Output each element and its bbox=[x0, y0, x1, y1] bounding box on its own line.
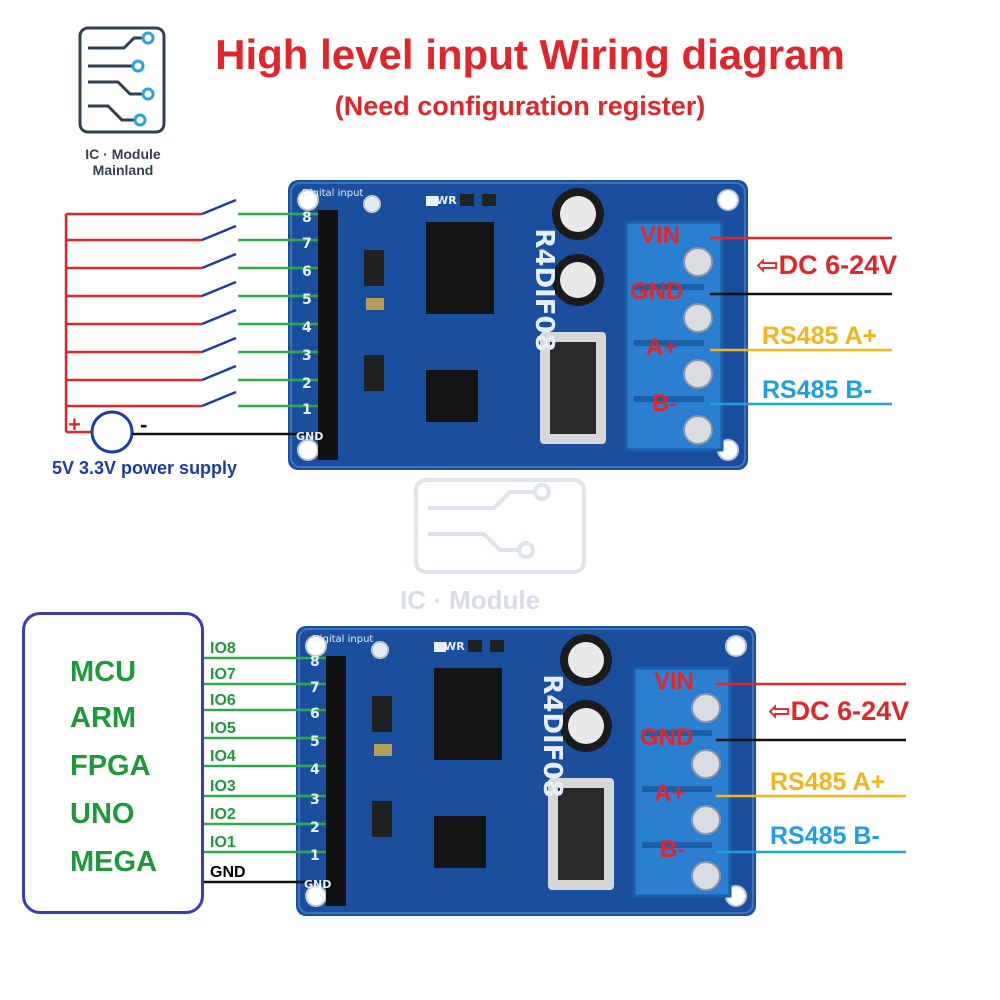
logo-line2: Mainland bbox=[92, 162, 154, 178]
mcu-item: MEGA bbox=[70, 846, 157, 878]
diagram-subtitle: (Need configuration register) bbox=[334, 91, 706, 121]
terminal-vin-2: VIN bbox=[654, 668, 695, 695]
pin-label: 4 bbox=[310, 762, 320, 778]
pin-label: 1 bbox=[310, 848, 320, 864]
watermark-icon bbox=[414, 478, 586, 579]
board-header-title-2: Digital input bbox=[312, 634, 373, 645]
io-label: IO3 bbox=[210, 778, 236, 795]
power-supply-label: 5V 3.3V power supply bbox=[52, 458, 238, 478]
io-label: IO5 bbox=[210, 720, 236, 737]
rs485-b-label-2: RS485 B- bbox=[770, 822, 880, 850]
terminal-gnd-1: GND bbox=[630, 278, 684, 305]
io-label: IO4 bbox=[210, 748, 236, 765]
mcu-item: ARM bbox=[70, 702, 137, 734]
io-label: IO1 bbox=[210, 834, 236, 851]
watermark-text: IC · Module bbox=[400, 585, 541, 615]
mcu-item: FPGA bbox=[70, 750, 151, 782]
pin-label: 6 bbox=[310, 706, 320, 722]
io-label: IO6 bbox=[210, 692, 236, 709]
rs485-a-label-2: RS485 A+ bbox=[770, 768, 886, 796]
circuit-board-icon bbox=[78, 26, 166, 134]
pin-label: 8 bbox=[310, 654, 320, 670]
mcu-box bbox=[22, 612, 204, 914]
pin-label: 5 bbox=[310, 734, 320, 750]
terminal-b-2: B- bbox=[660, 836, 686, 863]
pin-label: 2 bbox=[310, 820, 320, 836]
psu-minus: - bbox=[140, 412, 148, 437]
pin-label: 7 bbox=[310, 680, 320, 696]
pin-label: 4 bbox=[302, 320, 312, 336]
rs485-a-label-1: RS485 A+ bbox=[762, 322, 878, 350]
io-label: IO8 bbox=[210, 640, 236, 657]
terminal-gnd-2: GND bbox=[640, 724, 694, 751]
gnd-label: GND bbox=[210, 864, 246, 881]
terminal-a-2: A+ bbox=[654, 780, 686, 807]
board-header-title-1: Digital input bbox=[302, 188, 363, 199]
terminal-a-1: A+ bbox=[646, 334, 678, 361]
mcu-item: UNO bbox=[70, 798, 135, 830]
pin-label: 3 bbox=[302, 348, 312, 364]
dc-label-1: ⇦DC 6-24V bbox=[756, 250, 898, 280]
terminal-vin-1: VIN bbox=[640, 222, 681, 249]
pin-label: 2 bbox=[302, 376, 312, 392]
dc-label-2: ⇦DC 6-24V bbox=[768, 696, 910, 726]
board-model-1: R4DIF08 bbox=[529, 228, 559, 351]
terminal-b-1: B- bbox=[652, 390, 678, 417]
pin-label: 7 bbox=[302, 236, 312, 252]
pin-label: GND bbox=[304, 878, 331, 891]
pin-label: GND bbox=[296, 430, 323, 443]
diagram-title: High level input Wiring diagram bbox=[215, 31, 845, 78]
rs485-b-label-1: RS485 B- bbox=[762, 376, 872, 404]
pin-label: 1 bbox=[302, 402, 312, 418]
pin-label: 6 bbox=[302, 264, 312, 280]
board-pwr-1: PWR bbox=[428, 194, 457, 207]
pin-label: 8 bbox=[302, 210, 312, 226]
logo-line1: IC · Module bbox=[85, 146, 161, 162]
io-label: IO7 bbox=[210, 666, 236, 683]
board-model-2: R4DIF08 bbox=[537, 674, 567, 797]
pin-label: 5 bbox=[302, 292, 312, 308]
logo-text: IC · Module Mainland bbox=[60, 146, 186, 178]
pin-label: 3 bbox=[310, 792, 320, 808]
mcu-item: MCU bbox=[70, 656, 137, 688]
psu-plus: + bbox=[68, 412, 81, 437]
io-label: IO2 bbox=[210, 806, 236, 823]
board-pwr-2: PWR bbox=[436, 640, 465, 653]
